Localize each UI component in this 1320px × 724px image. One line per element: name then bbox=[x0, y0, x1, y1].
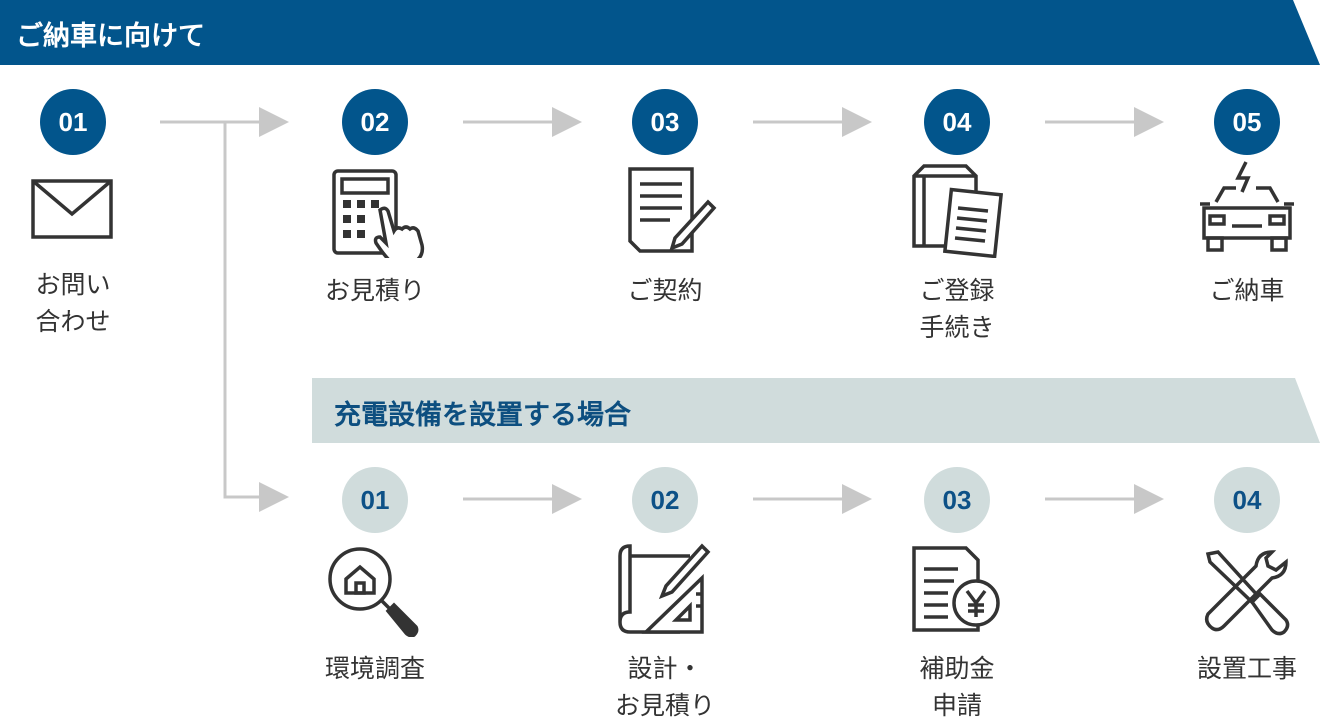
calculator-icon bbox=[332, 169, 425, 258]
charging-step-01-number: 01 bbox=[342, 467, 408, 533]
tools-icon bbox=[1204, 550, 1290, 636]
charging-step-03-number: 03 bbox=[924, 467, 990, 533]
charging-section-banner: 充電設備を設置する場合 bbox=[312, 378, 1320, 443]
electric-car-icon bbox=[1200, 161, 1294, 252]
documents-icon bbox=[912, 164, 1004, 258]
main-step-05-number: 05 bbox=[1214, 89, 1280, 155]
yen-document-icon bbox=[912, 546, 1000, 632]
main-step-01-number: 01 bbox=[40, 89, 106, 155]
charging-step-02-number: 02 bbox=[632, 467, 698, 533]
house-search-icon bbox=[328, 547, 419, 637]
charging-step-01-label: 環境調査 bbox=[324, 654, 425, 683]
main-step-03-label: ご契約 bbox=[627, 276, 703, 305]
main-step-05-label: ご納車 bbox=[1209, 276, 1285, 305]
main-step-04-label: ご登録 手続き bbox=[919, 276, 995, 342]
main-step-02-number: 02 bbox=[342, 89, 408, 155]
charging-step-03-label: 補助金 申請 bbox=[919, 654, 995, 720]
charging-step-04-number: 04 bbox=[1214, 467, 1280, 533]
main-step-02-label: お見積り bbox=[324, 276, 425, 305]
charging-step-02-label: 設計・ お見積り bbox=[614, 654, 715, 720]
main-section-banner: ご納車に向けて bbox=[0, 0, 1320, 65]
blueprint-ruler-icon bbox=[618, 543, 711, 634]
main-section-title: ご納車に向けて bbox=[16, 21, 205, 52]
charging-section-title: 充電設備を設置する場合 bbox=[334, 400, 631, 431]
main-step-01-label: お問い 合わせ bbox=[35, 270, 111, 336]
charging-step-04-label: 設置工事 bbox=[1196, 654, 1297, 683]
contract-pen-icon bbox=[628, 167, 717, 253]
main-step-04-number: 04 bbox=[924, 89, 990, 155]
main-step-03-number: 03 bbox=[632, 89, 698, 155]
envelope-icon bbox=[31, 179, 113, 239]
